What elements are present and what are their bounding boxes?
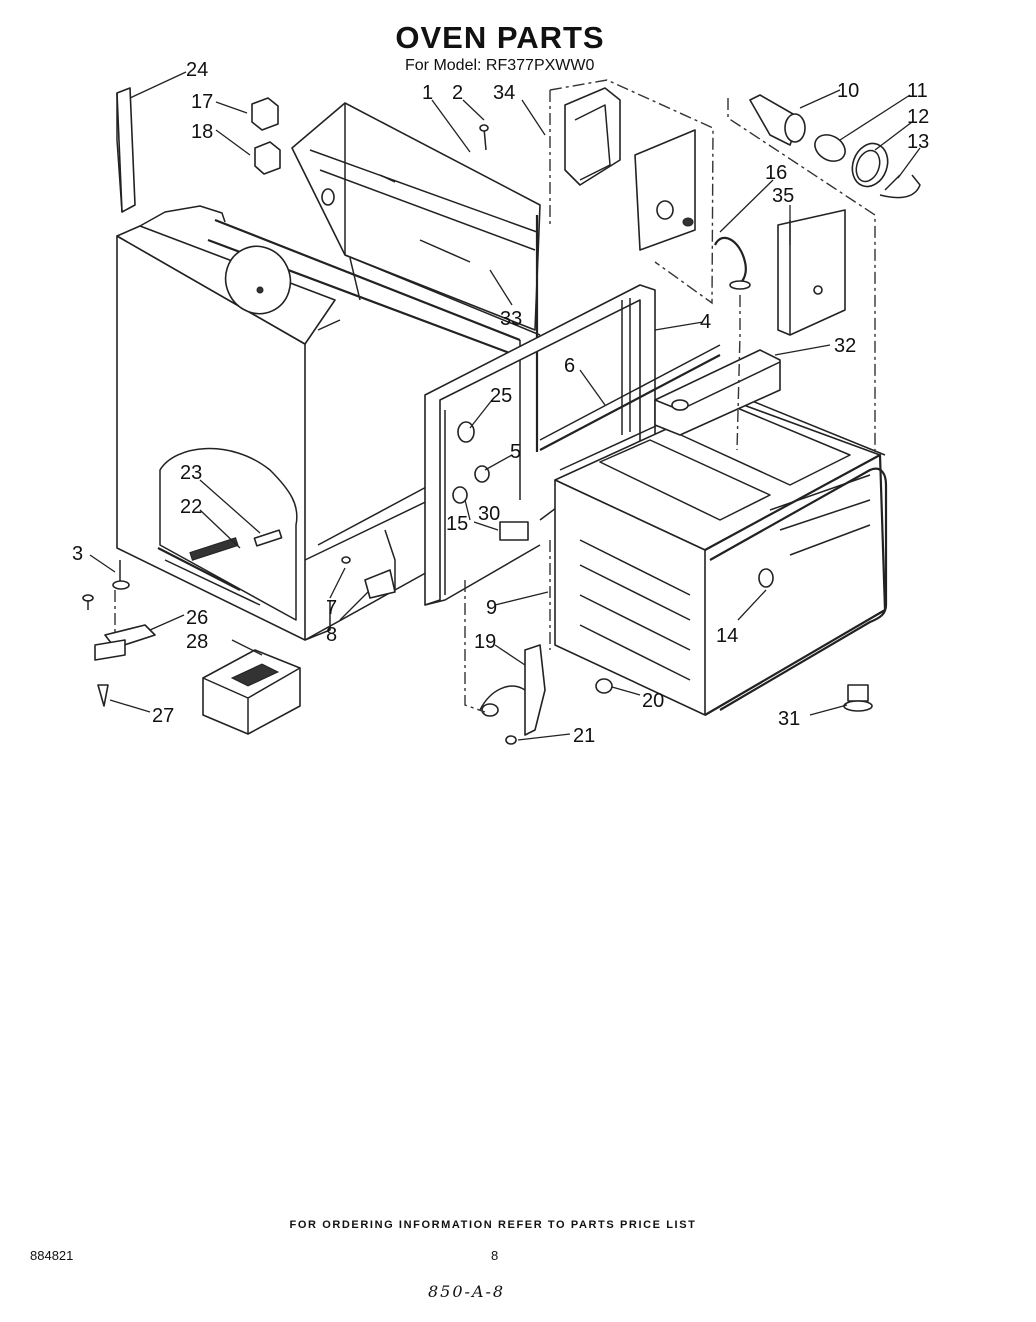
ordering-info-note: FOR ORDERING INFORMATION REFER TO PARTS … [289,1219,697,1231]
callout-5: 5 [510,441,521,463]
callout-12: 12 [907,106,929,128]
callout-20: 20 [642,690,664,712]
document-number: 884821 [30,1248,74,1263]
callout-6: 6 [564,355,575,377]
callout-leader-lines [89,71,921,741]
insulation-cutaway [157,447,298,621]
callout-4: 4 [700,311,711,333]
callout-2: 2 [452,82,463,104]
callout-8: 8 [326,624,337,646]
callout-35: 35 [772,185,794,207]
callout-22: 22 [180,496,202,518]
callout-10: 10 [837,80,859,102]
callout-25: 25 [490,385,512,407]
callout-24: 24 [186,59,208,81]
callout-30: 30 [478,503,500,525]
callout-34: 34 [493,82,515,104]
callout-32: 32 [834,335,856,357]
callout-33: 33 [500,308,522,330]
callout-15: 15 [446,513,468,535]
callout-26: 26 [186,607,208,629]
callout-11: 11 [907,80,928,102]
callout-13: 13 [907,131,929,153]
page-number: 8 [491,1248,499,1263]
model-subtitle: For Model: RF377PXWW0 [405,57,595,74]
callout-9: 9 [486,597,497,619]
oven-front-frame [424,284,721,606]
callout-31: 31 [778,708,800,730]
callout-3: 3 [72,543,83,565]
callout-18: 18 [191,121,213,143]
handwritten-reference: 850-A-8 [428,1282,506,1301]
callout-27: 27 [152,705,174,727]
callout-19: 19 [474,631,496,653]
light-assembly-parts [549,79,921,455]
small-loose-parts [82,87,873,745]
callout-16: 16 [765,162,787,184]
callout-28: 28 [186,631,208,653]
callout-17: 17 [191,91,213,113]
callout-21: 21 [573,725,595,747]
oven-vent-duct [654,349,781,436]
callout-1: 1 [422,82,433,104]
oven-liner-box [554,391,888,716]
callout-7: 7 [326,597,337,619]
page-title: OVEN PARTS [395,20,605,55]
callout-14: 14 [716,625,738,647]
callout-numbers: 1 2 3 4 5 6 7 8 9 10 11 12 13 14 15 16 1… [72,59,929,747]
callout-23: 23 [180,462,202,484]
